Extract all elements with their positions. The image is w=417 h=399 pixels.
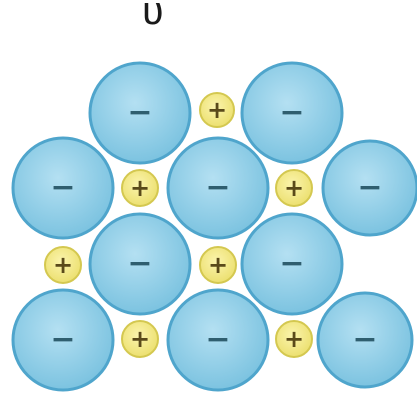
cropped-top-glyph: ʋ <box>142 0 164 33</box>
cation-plus-sign: + <box>53 251 73 279</box>
cation-plus-sign: + <box>208 251 228 279</box>
anion: − <box>90 63 190 163</box>
cation-plus-sign: + <box>207 96 227 124</box>
anion-minus-sign: − <box>205 322 230 357</box>
cation: + <box>200 93 234 127</box>
anion-minus-sign: − <box>279 246 304 281</box>
cation: + <box>122 321 158 357</box>
anion: − <box>168 290 268 390</box>
anion: − <box>168 138 268 238</box>
cation: + <box>276 321 312 357</box>
anion-minus-sign: − <box>357 170 382 205</box>
cation: + <box>276 170 312 206</box>
cation: + <box>200 247 236 283</box>
anion: − <box>323 141 417 235</box>
anion: − <box>13 290 113 390</box>
anion: − <box>242 214 342 314</box>
anion: − <box>90 214 190 314</box>
anion-minus-sign: − <box>127 246 152 281</box>
anion-minus-sign: − <box>279 95 304 130</box>
anion-minus-sign: − <box>127 95 152 130</box>
anion-minus-sign: − <box>50 170 75 205</box>
cation: + <box>45 247 81 283</box>
cation-plus-sign: + <box>284 325 304 353</box>
anion-minus-sign: − <box>205 170 230 205</box>
cation-plus-sign: + <box>284 174 304 202</box>
anion: − <box>318 293 412 387</box>
cation-plus-sign: + <box>130 325 150 353</box>
anion-minus-sign: − <box>50 322 75 357</box>
anion: − <box>242 63 342 163</box>
anion: − <box>13 138 113 238</box>
cation-plus-sign: + <box>130 174 150 202</box>
cation: + <box>122 170 158 206</box>
anion-minus-sign: − <box>352 322 377 357</box>
